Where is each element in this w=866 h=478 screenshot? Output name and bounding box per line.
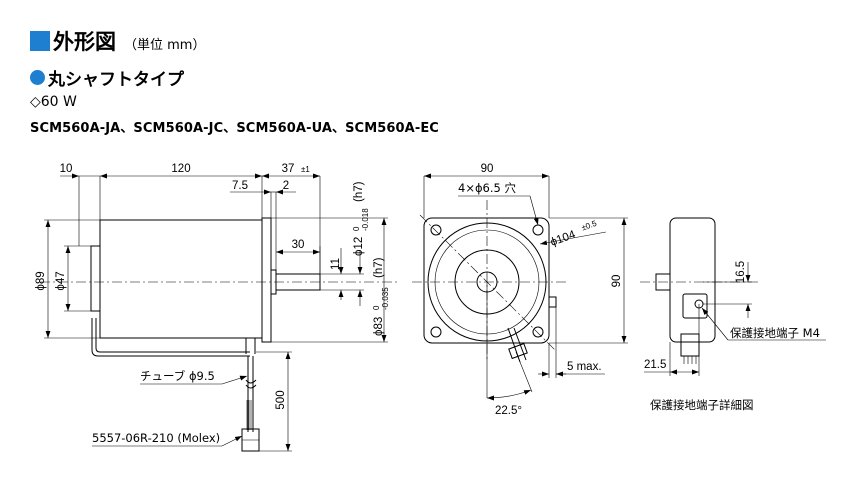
detail-caption: 保護接地端子詳細図: [650, 398, 754, 412]
dim-front-height: 90: [611, 275, 623, 288]
dim-phi83-tol-lower: -0.035: [381, 287, 390, 310]
mounting-hole: [532, 326, 544, 338]
dim-500: 500: [275, 390, 287, 409]
ground-lead: [91, 318, 250, 357]
dim-11: 11: [330, 258, 342, 270]
power-rating: ◇60 W: [30, 94, 77, 110]
mounting-hole: [430, 224, 442, 236]
dim-pcd: ϕ104: [549, 229, 578, 249]
dim-phi83-group: ϕ83 0 -0.035 (h7): [372, 257, 390, 336]
front-flange: [423, 217, 550, 344]
tube-label: チューブ ϕ9.5: [140, 369, 215, 383]
model-list: SCM560A-JA、SCM560A-JC、SCM560A-UA、SCM560A…: [30, 121, 439, 136]
end-cap: [90, 245, 101, 312]
dim-pcd-tol: ±0.5: [580, 219, 598, 233]
dim-2: 2: [283, 180, 289, 192]
dim-phi83: ϕ83: [373, 317, 385, 336]
mounting-hole: [430, 326, 442, 338]
connector-label: 5557-06R-210 (Molex): [92, 431, 220, 445]
dim-7-5: 7.5: [232, 180, 248, 192]
dim-21-5: 21.5: [644, 359, 666, 371]
ground-terminal-label: 保護接地端子 M4: [730, 326, 820, 340]
unit-note: （単位 mm）: [124, 38, 206, 53]
dim-phi12-tol-lower: -0.018: [361, 208, 370, 231]
holes-label: 4×ϕ6.5 穴: [458, 181, 516, 195]
side-view: 10 120 37 ±1 7.5 2 30 ϕ89 ϕ47: [35, 163, 400, 452]
dim-phi12-tol-upper: 0: [352, 226, 361, 231]
motor-body: [99, 219, 263, 339]
flange: [261, 217, 272, 343]
detail-body: [669, 217, 716, 343]
dim-phi12-group: ϕ12 0 -0.018 (h7): [352, 181, 370, 256]
dim-angle: 22.5°: [495, 405, 522, 417]
section-title: 外形図 （単位 mm）: [30, 26, 205, 56]
mounting-hole: [532, 224, 544, 236]
dim-phi12-fit: (h7): [353, 181, 365, 202]
shaft-type-text: 丸シャフトタイプ: [48, 70, 184, 90]
dim-phi89: ϕ89: [35, 271, 47, 290]
shaft-type-heading: 丸シャフトタイプ: [30, 65, 184, 90]
dim-phi83-fit: (h7): [373, 257, 385, 278]
dim-30: 30: [292, 239, 305, 251]
dim-phi12: ϕ12: [353, 237, 365, 256]
dim-37-tol: ±1: [301, 165, 310, 174]
dim-120: 120: [171, 163, 190, 175]
dim-10: 10: [60, 163, 73, 175]
title-square-icon: [30, 31, 50, 51]
front-view: 90 90 4×ϕ6.5 穴 ϕ104 ±0.5 5 max.: [412, 163, 628, 417]
bullet-dot-icon: [30, 70, 45, 85]
dim-phi83-tol-upper: 0: [372, 305, 381, 310]
ground-terminal-detail: 16.5 21.5 保護接地端子 M4 保護接地端子詳細図: [640, 217, 826, 412]
dim-37: 37: [282, 163, 295, 175]
dim-phi47: ϕ47: [55, 271, 67, 290]
dim-front-width: 90: [481, 163, 494, 175]
dim-16-5: 16.5: [735, 261, 747, 283]
title-text: 外形図: [53, 30, 116, 54]
dim-5-max: 5 max.: [567, 361, 602, 373]
